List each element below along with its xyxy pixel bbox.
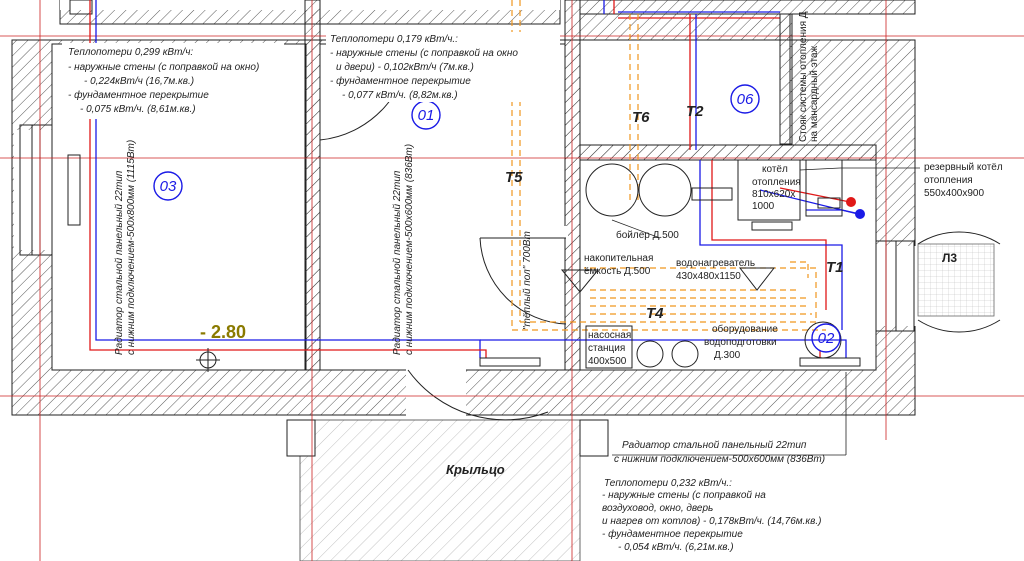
- svg-text:оборудование: оборудование: [712, 323, 778, 335]
- boiler-reserve-label: резервный котёл отопления 550х400х900: [924, 162, 1003, 199]
- storage-tank-label: накопительная ёмкость Д.500: [584, 253, 653, 277]
- svg-text:1000: 1000: [752, 201, 775, 212]
- svg-text:- 0,224кВт/ч (16,7м.кв.): - 0,224кВт/ч (16,7м.кв.): [84, 76, 194, 87]
- return-valve-icon: [855, 209, 865, 219]
- svg-text:Д.300: Д.300: [714, 350, 741, 361]
- equipment: [67, 13, 861, 372]
- room-tag-02: 02: [811, 323, 841, 353]
- svg-text:Стояк системы отопления Д: Стояк системы отопления Д: [798, 11, 809, 142]
- level-mark: - 2.80: [200, 322, 246, 342]
- svg-text:котёл: котёл: [762, 164, 788, 175]
- walls: [11, 0, 995, 561]
- svg-text:- 0,077 кВт/ч. (8,82м.кв.): - 0,077 кВт/ч. (8,82м.кв.): [342, 90, 458, 101]
- water-treatment-label: оборудование водоподготовки Д.300: [704, 323, 778, 361]
- room-tag-06: 06: [730, 84, 760, 114]
- svg-text:ёмкость Д.500: ёмкость Д.500: [584, 266, 651, 277]
- svg-text:на мансардный этаж: на мансардный этаж: [809, 45, 820, 142]
- svg-text:Теплопотери 0,299 кВт/ч:: Теплопотери 0,299 кВт/ч:: [68, 47, 193, 58]
- svg-text:- фундаментное перекрытие: - фундаментное перекрытие: [330, 75, 471, 87]
- svg-text:отопления: отопления: [752, 177, 801, 188]
- room-label-l3: Л3: [942, 251, 957, 265]
- svg-text:430х480х1150: 430х480х1150: [676, 271, 741, 282]
- svg-text:400х500: 400х500: [588, 356, 627, 367]
- heat-loss-note-01: Теплопотери 0,179 кВт/ч.: - наружные сте…: [326, 32, 560, 102]
- room-number: 01: [418, 107, 435, 124]
- pipe-label-t2: T2: [686, 103, 704, 120]
- svg-text:- наружные стены (с поправкой: - наружные стены (с поправкой на окно: [330, 48, 518, 59]
- warm-floor-label: "тёплый пол" 700Вт: [522, 231, 533, 330]
- svg-text:с нижним подключением-500х800м: с нижним подключением-500х800мм (1115Вт): [126, 140, 137, 355]
- svg-text:резервный котёл: резервный котёл: [924, 162, 1003, 173]
- svg-text:- 0,075 кВт/ч. (8,61м.кв.): - 0,075 кВт/ч. (8,61м.кв.): [80, 104, 196, 115]
- room-number: 03: [160, 178, 177, 195]
- svg-text:Радиатор стальной панельный 22: Радиатор стальной панельный 22тип: [114, 170, 125, 355]
- svg-text:насосная: насосная: [588, 330, 631, 341]
- pump-station-label: насосная станция 400х500: [588, 330, 631, 367]
- pipe-labels: T1 T2 T4 T5 T6: [505, 103, 844, 322]
- room-tag-03: 03: [153, 171, 183, 201]
- svg-text:- фундаментное перекрытие: - фундаментное перекрытие: [68, 89, 209, 101]
- heat-loss-note-02: Теплопотери 0,232 кВт/ч.: - наружные сте…: [602, 478, 821, 553]
- svg-text:Радиатор стальной панельный 22: Радиатор стальной панельный 22тип: [622, 440, 807, 451]
- svg-text:Теплопотери 0,232 кВт/ч.:: Теплопотери 0,232 кВт/ч.:: [604, 478, 732, 489]
- pipe-label-t1: T1: [826, 259, 844, 276]
- boiler-dhw-label: бойлер Д.500: [616, 229, 679, 241]
- radiator-label-01: Радиатор стальной панельный 22тип с нижн…: [392, 144, 415, 355]
- svg-text:- 0,054 кВт/ч. (6,21м.кв.): - 0,054 кВт/ч. (6,21м.кв.): [618, 542, 734, 553]
- pipe-label-t6: T6: [632, 109, 650, 126]
- svg-text:накопительная: накопительная: [584, 253, 653, 264]
- leader-lines: [611, 167, 920, 456]
- riser-label: Стояк системы отопления Д на мансардный …: [798, 11, 820, 142]
- radiator-label-02: Радиатор стальной панельный 22тип с нижн…: [614, 440, 825, 465]
- room-tag-01: 01: [411, 100, 441, 130]
- svg-text:и нагрев от котлов) - 0,178кВт: и нагрев от котлов) - 0,178кВт/ч. (14,76…: [602, 516, 821, 527]
- svg-text:550х400х900: 550х400х900: [924, 188, 984, 199]
- pipes: [89, 0, 861, 360]
- svg-text:воздуховод, окно, дверь: воздуховод, окно, дверь: [602, 503, 713, 514]
- svg-text:водонагреватель: водонагреватель: [676, 258, 755, 269]
- porch-label: Крыльцо: [446, 462, 505, 477]
- door-swings: [319, 39, 1001, 421]
- svg-text:- наружные стены (с поправкой: - наружные стены (с поправкой на окно): [68, 62, 259, 73]
- svg-text:- наружные стены (с поправкой: - наружные стены (с поправкой на: [602, 490, 766, 501]
- water-heater-label: водонагреватель 430х480х1150: [676, 258, 755, 282]
- svg-text:810х620х: 810х620х: [752, 189, 795, 200]
- svg-text:отопления: отопления: [924, 175, 973, 186]
- radiator-label-03: Радиатор стальной панельный 22тип с нижн…: [114, 140, 137, 355]
- svg-text:с нижним подключением-500х600м: с нижним подключением-500х600мм (836Вт): [404, 144, 415, 355]
- svg-text:с нижним подключением-500х600м: с нижним подключением-500х600мм (836Вт): [614, 454, 825, 465]
- svg-text:Теплопотери 0,179 кВт/ч.:: Теплопотери 0,179 кВт/ч.:: [330, 34, 458, 45]
- svg-text:водоподготовки: водоподготовки: [704, 337, 777, 348]
- pipe-label-t4: T4: [646, 305, 664, 322]
- svg-text:станция: станция: [588, 343, 625, 354]
- svg-text:Радиатор стальной панельный 22: Радиатор стальной панельный 22тип: [392, 170, 403, 355]
- boiler-main-label: котёл отопления 810х620х 1000: [752, 164, 801, 212]
- room-number: 02: [818, 330, 835, 347]
- heat-loss-note-03: Теплопотери 0,299 кВт/ч: - наружные стен…: [62, 43, 284, 119]
- room-number: 06: [737, 91, 754, 108]
- supply-valve-icon: [846, 197, 856, 207]
- pipe-label-t5: T5: [505, 169, 523, 186]
- svg-text:и двери) - 0,102кВт/ч (7м.кв.): и двери) - 0,102кВт/ч (7м.кв.): [336, 62, 474, 73]
- svg-text:- фундаментное перекрытие: - фундаментное перекрытие: [602, 528, 743, 540]
